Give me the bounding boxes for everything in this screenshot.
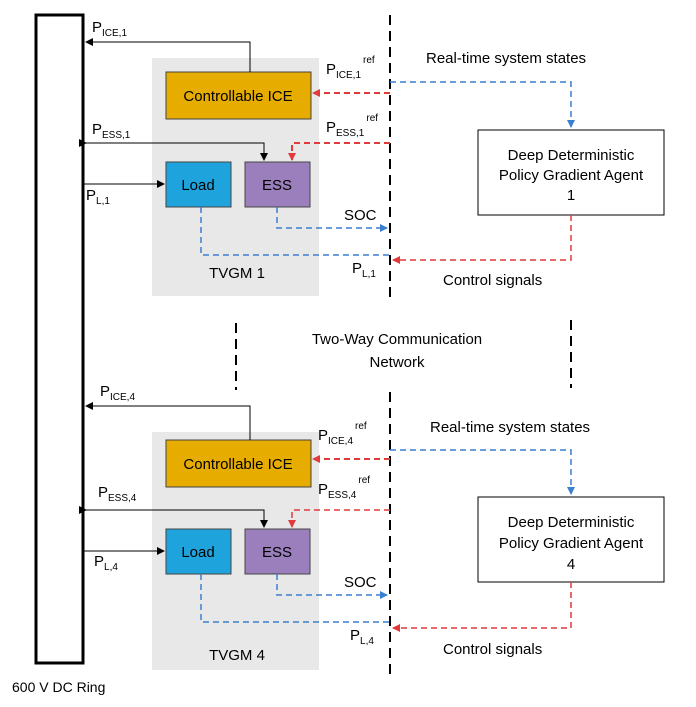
agent-line3: 1: [567, 187, 575, 204]
network-label-line2: Network: [369, 354, 425, 371]
p-ess-ref-signal: [288, 509, 390, 528]
p-ice-label: PICE,1: [92, 19, 127, 39]
p-load-measure-signal: [200, 207, 390, 256]
agent-line1: Deep Deterministic: [508, 147, 635, 164]
control-signal: [392, 215, 572, 264]
p-load-measure-label: PL,4: [350, 627, 374, 647]
agent-line2: Policy Gradient Agent: [499, 167, 644, 184]
p-ice-label: PICE,4: [100, 383, 135, 403]
controllable-ice-label: Controllable ICE: [183, 88, 292, 105]
dc-ring-label: 600 V DC Ring: [12, 679, 105, 695]
tvgm-label: TVGM 1: [209, 265, 265, 282]
ddpg-agent-box: [477, 496, 665, 583]
states-signal: [390, 81, 575, 128]
p-ess-arrow: [79, 139, 268, 161]
network-label-line1: Two-Way Communication: [312, 331, 482, 348]
load-label: Load: [181, 177, 214, 194]
p-ice-arrow: [85, 38, 251, 72]
controllable-ice-box: [165, 71, 312, 120]
p-load-measure-label: PL,1: [352, 260, 376, 280]
agent-line2: Policy Gradient Agent: [499, 535, 644, 552]
p-ess-ref-label: PESS,4ref: [318, 475, 370, 501]
p-ice-ref-label: PICE,1ref: [326, 55, 375, 81]
states-signal: [390, 449, 575, 495]
ess-box: [244, 161, 311, 208]
p-load-measure-signal: [200, 574, 390, 623]
ess-label: ESS: [262, 544, 292, 561]
soc-signal: [276, 574, 388, 599]
tvgm-label: TVGM 4: [209, 647, 265, 664]
p-ess-label: PESS,1: [92, 121, 131, 141]
tvgm-unit-4: TVGM 4 Controllable ICE Load ESS PICE,4 …: [79, 383, 665, 670]
states-label: Real-time system states: [426, 50, 586, 67]
states-label: Real-time system states: [430, 419, 590, 436]
load-box: [165, 528, 232, 575]
p-load-label: PL,1: [86, 187, 110, 207]
soc-signal: [276, 207, 388, 232]
ess-box: [244, 528, 311, 575]
p-ice-ref-label: PICE,4ref: [318, 421, 367, 447]
load-box: [165, 161, 232, 208]
p-ess-ref-signal: [288, 142, 390, 161]
ddpg-agent-box: [477, 129, 665, 216]
control-label: Control signals: [443, 641, 542, 658]
dc-ring-bus: [34, 13, 85, 665]
agent-line1: Deep Deterministic: [508, 514, 635, 531]
control-label: Control signals: [443, 272, 542, 289]
controllable-ice-box: [165, 439, 312, 488]
agent-line3: 4: [567, 556, 575, 573]
load-label: Load: [181, 544, 214, 561]
p-ess-label: PESS,4: [98, 484, 137, 504]
p-ice-arrow: [85, 402, 251, 440]
soc-label: SOC: [344, 207, 377, 224]
control-signal: [392, 582, 572, 632]
controllable-ice-label: Controllable ICE: [183, 456, 292, 473]
p-load-label: PL,4: [94, 553, 118, 573]
tvgm-unit-1: TVGM 1 Controllable ICE Load ESS PICE,1 …: [79, 19, 665, 296]
p-ess-ref-label: PESS,1ref: [326, 113, 378, 139]
p-ess-arrow: [79, 506, 268, 528]
soc-label: SOC: [344, 574, 377, 591]
ess-label: ESS: [262, 177, 292, 194]
